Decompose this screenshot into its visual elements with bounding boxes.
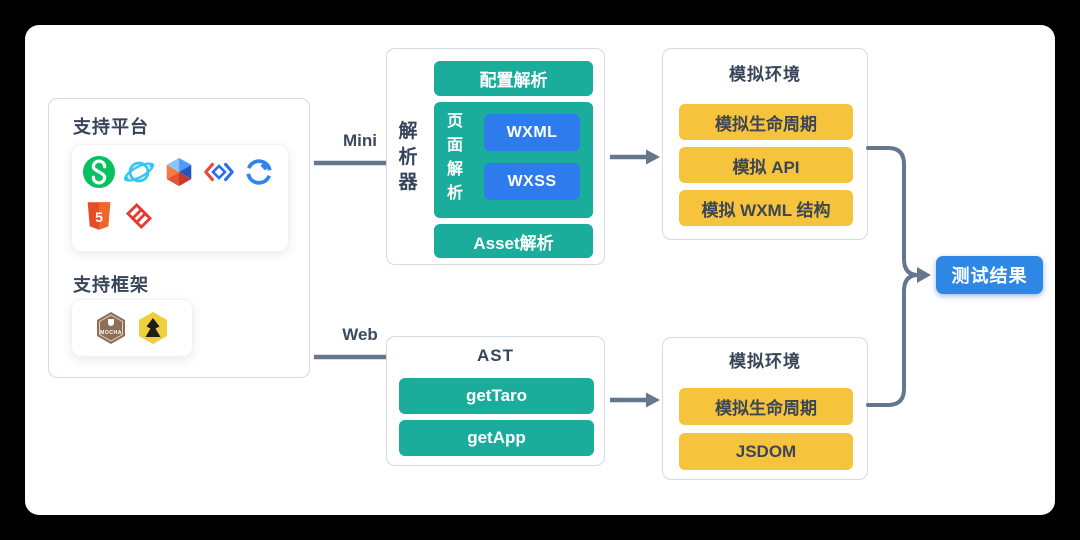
mocha-glyph: MOCHA xyxy=(100,330,122,336)
jsdom-node: JSDOM xyxy=(679,433,853,470)
page-parse-label: 页面解析 xyxy=(446,113,463,202)
html5-icon: 5 xyxy=(87,202,111,230)
supported-panel: 支持平台 xyxy=(48,98,310,378)
interlocked-diamond-icon xyxy=(125,202,153,230)
ast-box: AST getTaro getApp xyxy=(386,336,605,466)
wxss-node: WXSS xyxy=(484,163,580,200)
test-result-node: 测试结果 xyxy=(936,256,1043,294)
web-flow-label: Web xyxy=(342,325,378,344)
platforms-title: 支持平台 xyxy=(73,117,149,137)
sim-lifecycle-node-2: 模拟生命周期 xyxy=(679,388,853,425)
chain-link-circle-icon xyxy=(246,159,272,185)
sim-env-bottom-title: 模拟环境 xyxy=(729,352,801,371)
frameworks-title: 支持框架 xyxy=(73,275,149,295)
platform-icons-card: 5 xyxy=(71,144,289,252)
sim-env-bottom-box: 模拟环境 模拟生命周期 JSDOM xyxy=(662,337,868,480)
mocha-icon: MOCHA xyxy=(97,312,125,344)
jest-icon xyxy=(139,312,167,344)
ast-title: AST xyxy=(477,346,514,365)
html5-glyph: 5 xyxy=(95,210,103,226)
gettaro-node: getTaro xyxy=(399,378,594,414)
sim-wxml-structure-node: 模拟 WXML 结构 xyxy=(679,190,853,226)
sim-env-top-box: 模拟环境 模拟生命周期 模拟 API 模拟 WXML 结构 xyxy=(662,48,868,240)
sim-lifecycle-node: 模拟生命周期 xyxy=(679,104,853,140)
parser-side-label: 解析器 xyxy=(398,121,418,194)
baidu-smartprogram-icon xyxy=(166,157,192,187)
wechat-miniprogram-icon xyxy=(82,155,116,189)
asset-parse-node: Asset解析 xyxy=(434,224,593,258)
parser-box: 解析器 配置解析 页面解析 WXML WXSS Asset解析 xyxy=(386,48,605,265)
merge-bracket-connector xyxy=(866,146,931,407)
sim-api-node: 模拟 API xyxy=(679,147,853,183)
framework-icons-card: MOCHA xyxy=(71,299,193,357)
orbit-planet-icon xyxy=(123,161,155,183)
wxml-node: WXML xyxy=(484,114,580,151)
sim-env-top-title: 模拟环境 xyxy=(729,65,801,84)
config-parse-node: 配置解析 xyxy=(434,61,593,96)
page-parse-panel: 页面解析 WXML WXSS xyxy=(434,102,593,218)
mini-flow-label: Mini xyxy=(343,131,377,150)
getapp-node: getApp xyxy=(399,420,594,456)
bytedance-miniprogram-icon xyxy=(204,162,234,182)
parser-to-simenv-arrow xyxy=(610,149,660,165)
ast-to-simenv-arrow xyxy=(610,392,660,408)
diagram-card: 支持平台 xyxy=(25,25,1055,515)
